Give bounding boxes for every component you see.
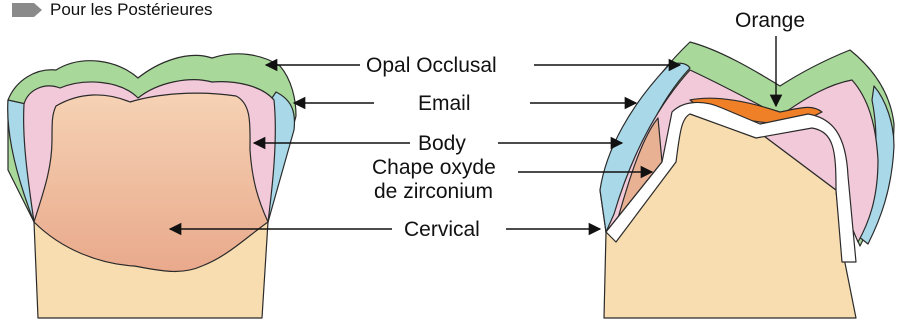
label-orange: Orange <box>735 9 805 32</box>
label-chape-line1: Chape oxyde <box>372 156 496 179</box>
header-bullet-icon <box>12 3 42 17</box>
label-opal-occlusal: Opal Occlusal <box>366 54 497 77</box>
left-tooth <box>8 54 296 318</box>
left-dentin-core <box>34 93 268 271</box>
label-chape-line2: de zirconium <box>374 180 493 203</box>
header: Pour les Postérieures <box>12 0 213 19</box>
header-text: Pour les Postérieures <box>50 0 213 19</box>
right-tooth <box>600 42 894 318</box>
label-email: Email <box>418 92 471 115</box>
label-cervical: Cervical <box>404 218 480 241</box>
label-body: Body <box>418 132 466 155</box>
